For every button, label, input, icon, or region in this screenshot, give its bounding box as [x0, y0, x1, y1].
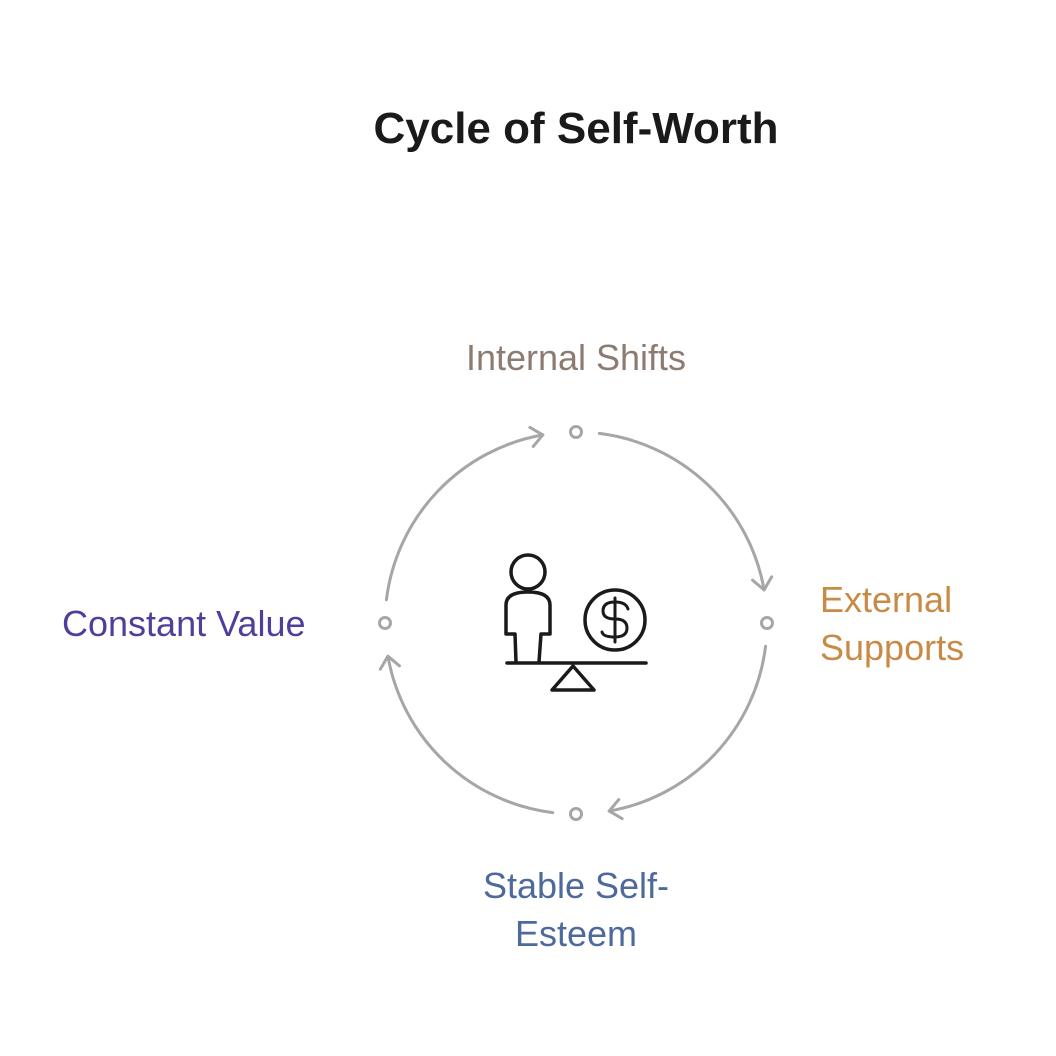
balance-scale-icon	[504, 553, 648, 692]
person-head-icon	[509, 553, 547, 591]
cycle-arc	[597, 431, 766, 592]
cycle-nodes	[378, 425, 774, 821]
cycle-node-dot	[569, 807, 583, 821]
person-body-icon	[504, 590, 552, 664]
arrowhead-icon	[751, 575, 774, 592]
arrowhead-icon	[607, 798, 624, 821]
node-label-stable-self-esteem: Stable Self-Esteem	[376, 862, 776, 958]
node-label-internal-shifts: Internal Shifts	[465, 337, 687, 378]
cycle-arrows	[378, 425, 774, 821]
label-text: Stable Self-Esteem	[482, 865, 670, 954]
arrowhead-icon	[528, 425, 545, 448]
dollar-coin-icon	[583, 588, 647, 652]
dollar-sign-icon	[600, 596, 630, 644]
node-label-constant-value: Constant Value	[62, 603, 306, 644]
node-label-external-supports: External Supports	[820, 579, 965, 668]
arrowhead-icon	[378, 654, 401, 671]
cycle-node-dot	[760, 616, 774, 630]
cycle-node-dot	[378, 616, 392, 630]
cycle-arc	[386, 654, 555, 815]
scale-fulcrum	[550, 664, 596, 692]
cycle-arc	[607, 644, 768, 813]
cycle-arc	[384, 433, 545, 602]
diagram-title: Cycle of Self-Worth	[373, 104, 779, 153]
cycle-node-dot	[569, 425, 583, 439]
